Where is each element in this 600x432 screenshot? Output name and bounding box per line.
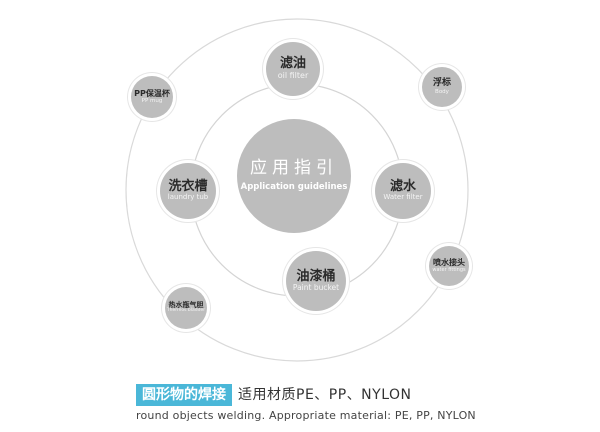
node-water-fittings: 喷水接头 water fittings (429, 246, 469, 286)
node-heater-bladder: 热水瓶气胆 Thermos bladder (165, 287, 207, 329)
node-zh: 滤油 (279, 56, 306, 72)
node-zh: 浮标 (432, 78, 451, 89)
outer-ring (125, 18, 469, 362)
center-en: Application guidelines (240, 182, 348, 193)
node-en: Thermos bladder (166, 308, 206, 314)
caption-material: 适用材质PE、PP、NYLON (238, 387, 412, 403)
node-en: laundry tub (167, 193, 209, 202)
node-en: Paint bucket (292, 283, 340, 293)
node-pp-mug: PP保温杯 PP mug (131, 76, 173, 118)
node-en: water fittings (432, 266, 466, 273)
node-laundry-tub: 洗衣槽 laundry tub (160, 163, 216, 219)
caption-tag: 圆形物的焊接 (136, 384, 232, 406)
node-zh: PP保温杯 (134, 88, 170, 98)
node-zh: 热水瓶气胆 (168, 300, 204, 309)
node-water-filter: 滤水 Water filter (375, 163, 431, 219)
node-zh: 滤水 (389, 179, 416, 194)
node-oil-filter: 滤油 oil filter (266, 42, 320, 96)
node-zh: 油漆桶 (296, 268, 336, 284)
node-paint-bucket: 油漆桶 Paint bucket (286, 251, 346, 311)
node-en: PP mug (141, 98, 163, 105)
caption: 圆形物的焊接适用材质PE、PP、NYLON round objects weld… (136, 384, 476, 422)
node-en: oil filter (277, 70, 309, 80)
node-float-body: 浮标 Body (422, 67, 462, 107)
node-zh: 喷水接头 (433, 257, 465, 267)
node-zh: 洗衣槽 (168, 179, 208, 194)
caption-english: round objects welding. Appropriate mater… (136, 409, 476, 422)
center-zh: 应用指引 (250, 158, 338, 179)
center-node: 应用指引 Application guidelines (237, 119, 351, 233)
node-en: Body (435, 88, 449, 95)
node-en: Water filter (383, 193, 423, 202)
